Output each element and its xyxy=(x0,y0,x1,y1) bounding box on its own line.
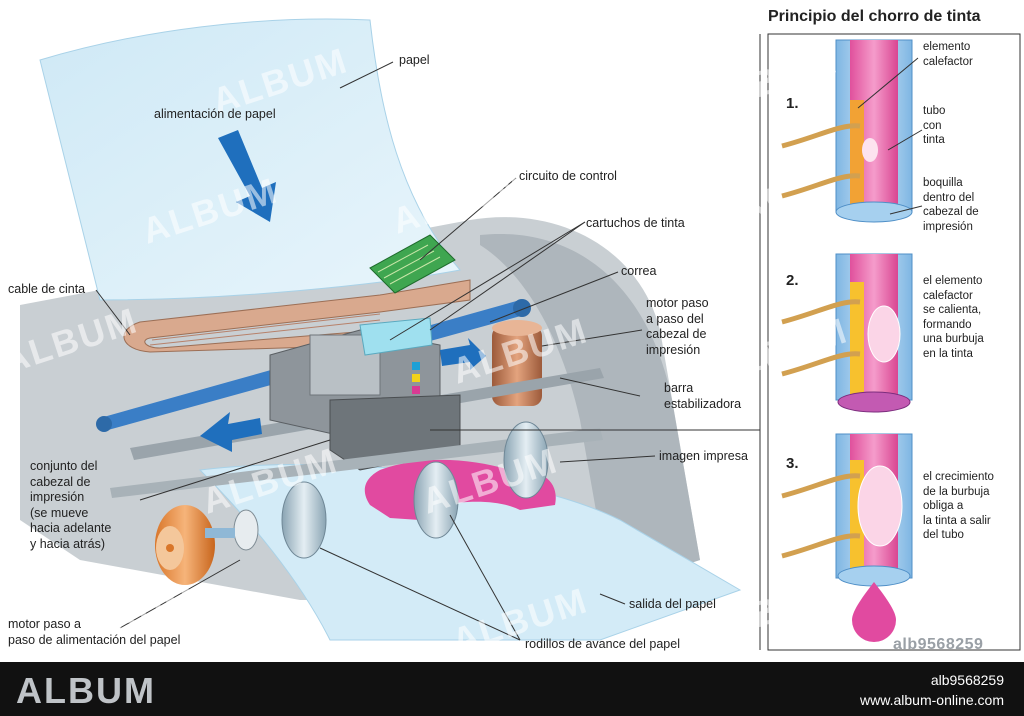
tube-step-3 xyxy=(781,433,913,642)
print-head-carriage xyxy=(269,317,461,471)
label-conjunto: conjunto del cabezal de impresión (se mu… xyxy=(30,459,112,551)
step-1-tube-label: tubo con tinta xyxy=(923,105,946,146)
step-1-nozzle-label: boquilla dentro del cabezal de impresión xyxy=(923,177,979,233)
label-alimentacion: alimentación de papel xyxy=(154,107,276,121)
label-imagen: imagen impresa xyxy=(659,449,748,463)
step-3-number: 3. xyxy=(786,455,799,472)
label-correa: correa xyxy=(621,264,657,278)
step-1-heater-label: elemento calefactor xyxy=(923,41,973,68)
label-rodillos: rodillos de avance del papel xyxy=(525,637,680,651)
step-3-label: el crecimiento de la burbuja obliga a la… xyxy=(923,471,994,541)
label-salida: salida del papel xyxy=(629,597,716,611)
step-2-label: el elemento calefactor se calienta, form… xyxy=(923,275,984,360)
footer-image-id: alb9568259 xyxy=(930,672,1004,688)
tube-step-1 xyxy=(781,39,913,223)
feed-rollers xyxy=(233,421,549,559)
footer-brand-logo: ALBUM xyxy=(16,670,156,711)
image-code: alb9568259 xyxy=(893,636,984,653)
control-circuit-board xyxy=(369,234,456,294)
roller-shaft xyxy=(110,428,603,498)
label-barra: barra estabilizadora xyxy=(664,381,742,411)
footer-bar: ALBUM alb9568259 www.album-online.com xyxy=(0,662,1024,716)
label-papel: papel xyxy=(399,53,430,67)
inset-title: Principio del chorro de tinta xyxy=(768,8,981,25)
step-1-number: 1. xyxy=(786,95,799,112)
label-motor-cabezal: motor paso a paso del cabezal de impresi… xyxy=(646,296,709,357)
printer-diagram xyxy=(20,18,1021,651)
label-motor-alim: motor paso a paso de alimentación del pa… xyxy=(8,617,181,647)
footer-url-link[interactable]: www.album-online.com xyxy=(860,692,1004,708)
right-arrow-icon xyxy=(440,338,486,370)
step-2-number: 2. xyxy=(786,272,799,289)
label-circuito: circuito de control xyxy=(519,169,617,183)
feed-arrow-icon xyxy=(218,130,276,222)
label-cable: cable de cinta xyxy=(8,282,86,296)
ribbon-cable xyxy=(123,279,471,353)
label-cartuchos: cartuchos de tinta xyxy=(586,216,685,230)
feed-stepper-motor xyxy=(155,505,235,585)
tube-step-2 xyxy=(781,253,913,413)
left-arrow-icon xyxy=(200,412,262,452)
leader-lines xyxy=(95,61,760,641)
inset-leader-lines xyxy=(857,57,923,215)
